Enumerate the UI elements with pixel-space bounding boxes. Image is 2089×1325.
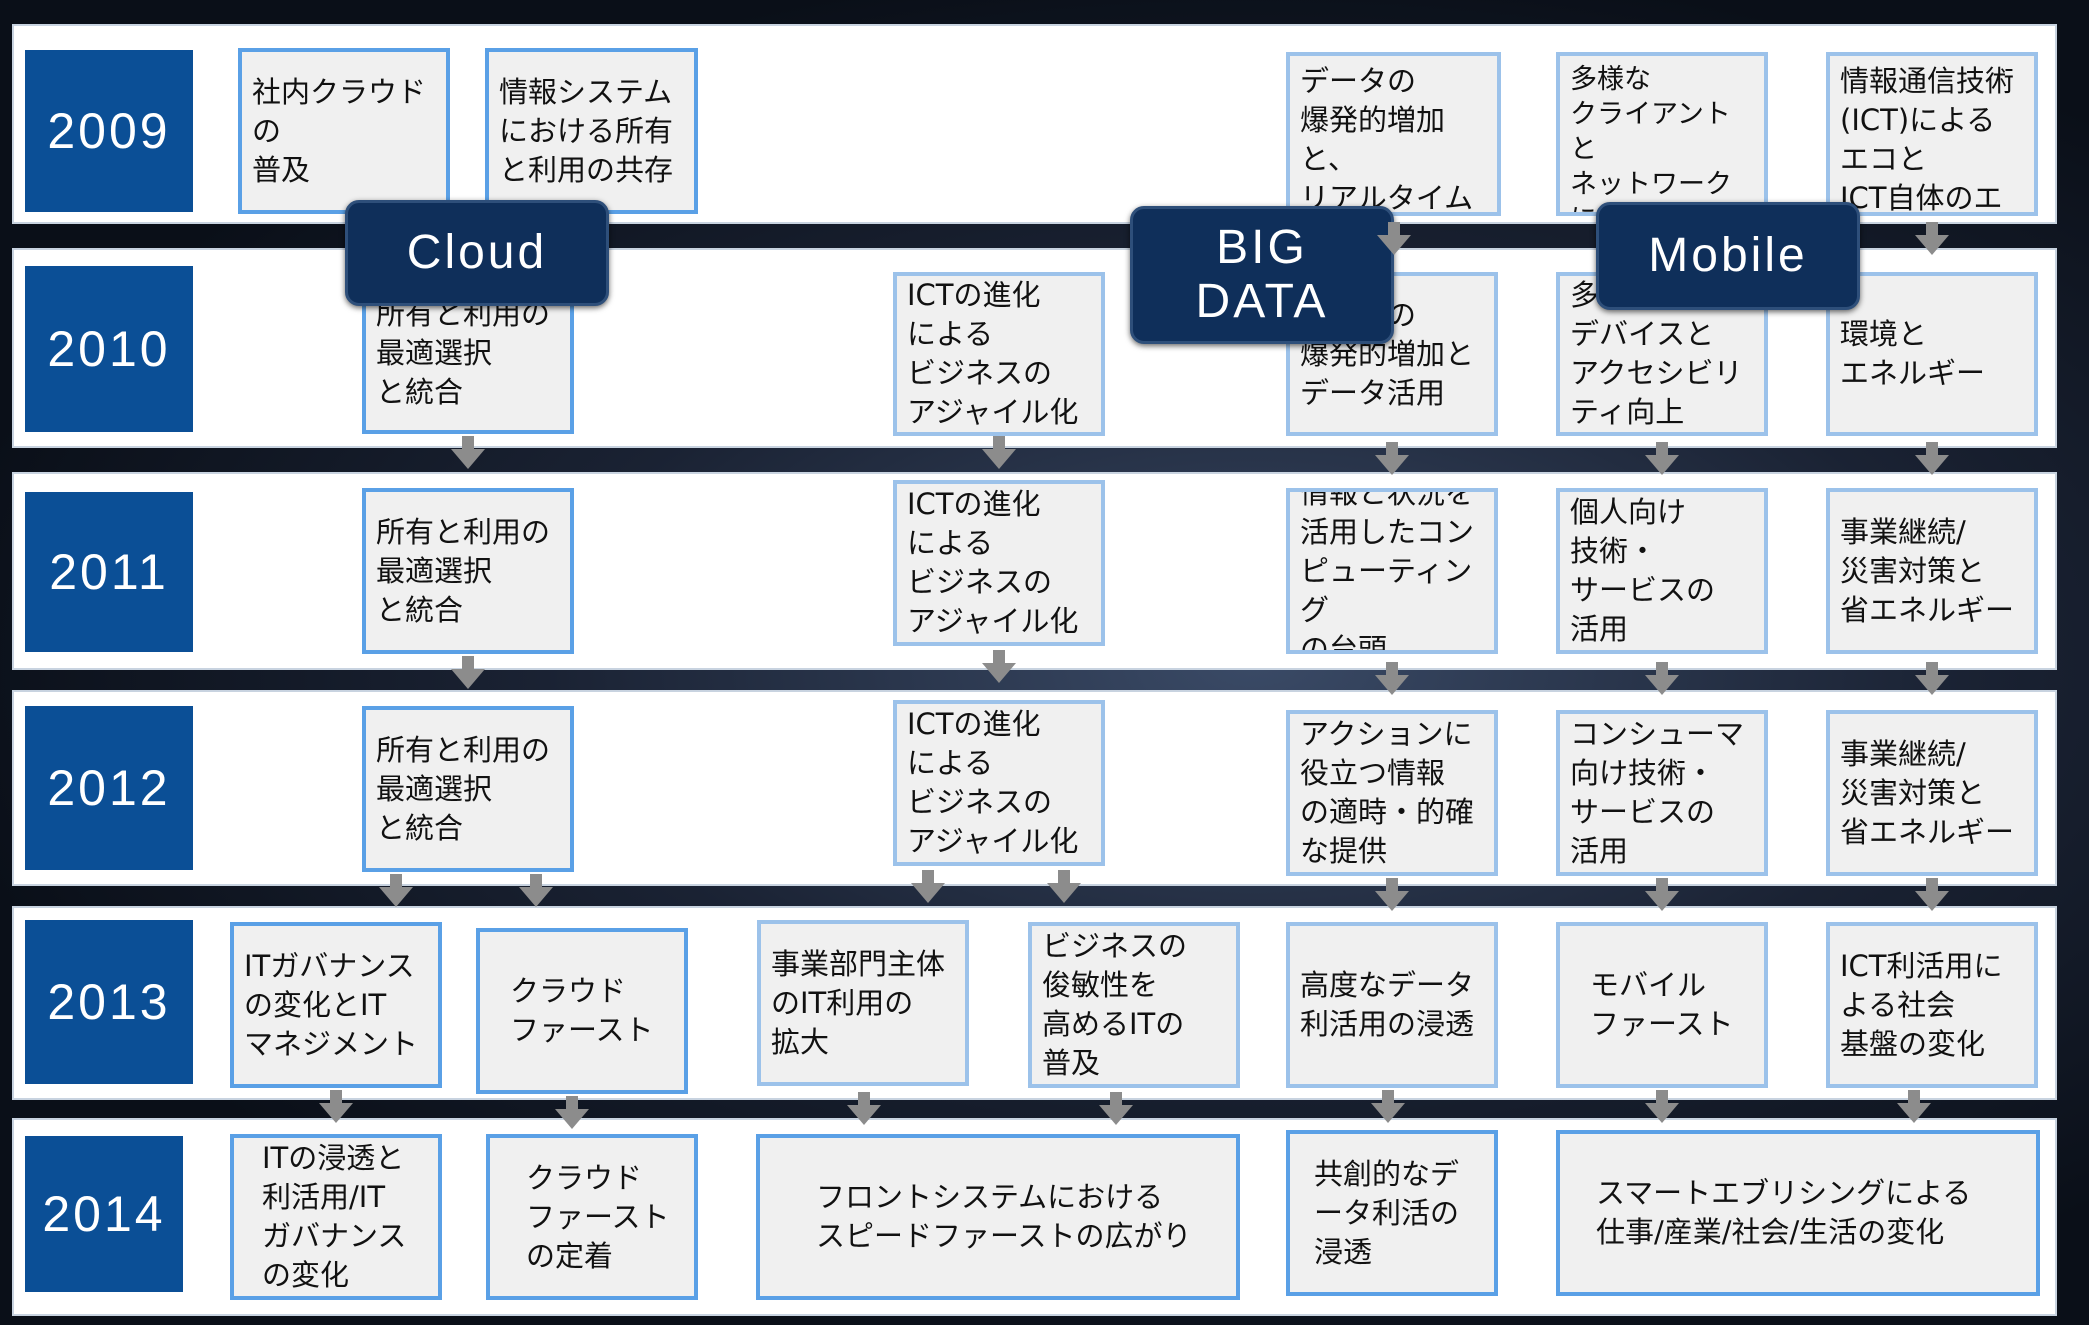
item-2014-governance: ITの浸透と 利活用/IT ガバナンス の変化	[230, 1134, 442, 1300]
year-label-2012: 2012	[25, 706, 193, 870]
year-label-2013: 2013	[25, 920, 193, 1084]
item-2011-agile: ICTの進化 による ビジネスの アジャイル化	[893, 480, 1105, 646]
item-2013-cloud-first: クラウド ファースト	[476, 928, 688, 1094]
item-2012-agile: ICTの進化 による ビジネスの アジャイル化	[893, 700, 1105, 866]
item-2009-bigdata: データの 爆発的増加と、 リアルタイムで のデータ活用	[1286, 52, 1501, 216]
item-2011-cloud: 所有と利用の 最適選択 と統合	[362, 488, 574, 654]
item-2012-cloud: 所有と利用の 最適選択 と統合	[362, 706, 574, 872]
theme-bigdata: BIG DATA	[1130, 206, 1394, 344]
item-2012-mobile: コンシューマ 向け技術・ サービスの 活用	[1556, 710, 1768, 876]
theme-cloud: Cloud	[345, 200, 609, 306]
item-2014-smart-everything: スマートエブリシングによる 仕事/産業/社会/生活の変化	[1556, 1130, 2040, 1296]
item-2013-business-unit: 事業部門主体 のIT利用の 拡大	[757, 920, 969, 1086]
item-2010-agile: ICTの進化 による ビジネスの アジャイル化	[893, 272, 1105, 436]
item-2013-mobile-first: モバイル ファースト	[1556, 922, 1768, 1088]
theme-mobile: Mobile	[1596, 202, 1860, 310]
item-2013-bigdata: 高度なデータ 利活用の浸透	[1286, 922, 1498, 1088]
item-2011-mobile: 個人向け 技術・ サービスの 活用	[1556, 488, 1768, 654]
year-label-2010: 2010	[25, 266, 193, 432]
item-2009-eco: 情報通信技術 (ICT)による エコと ICT自体のエコ	[1826, 52, 2038, 216]
item-2013-governance: ITガバナンス の変化とIT マネジメント	[230, 922, 442, 1088]
year-label-2014: 2014	[25, 1136, 183, 1292]
item-2010-eco: 環境と エネルギー	[1826, 272, 2038, 436]
item-2009-cloud-intra: 社内クラウドの 普及	[238, 48, 450, 214]
item-2014-speed-first: フロントシステムにおける スピードファーストの広がり	[756, 1134, 1240, 1300]
item-2011-eco: 事業継続/ 災害対策と 省エネルギー	[1826, 488, 2038, 654]
item-2012-eco: 事業継続/ 災害対策と 省エネルギー	[1826, 710, 2038, 876]
item-2014-bigdata: 共創的なデ ータ利活の 浸透	[1286, 1130, 1498, 1296]
year-label-2011: 2011	[25, 492, 193, 652]
item-2009-cloud-coexist: 情報システム における所有 と利用の共存	[485, 48, 698, 214]
item-2013-social: ICT利活用に よる社会 基盤の変化	[1826, 922, 2038, 1088]
item-2011-bigdata: 情報と状況を 活用したコン ピューティング の台頭	[1286, 488, 1498, 654]
item-2014-cloud-first: クラウド ファースト の定着	[486, 1134, 698, 1300]
item-2012-bigdata: アクションに 役立つ情報 の適時・的確 な提供	[1286, 710, 1498, 876]
year-label-2009: 2009	[25, 50, 193, 212]
item-2013-agility: ビジネスの 俊敏性を 高めるITの 普及	[1028, 922, 1240, 1088]
